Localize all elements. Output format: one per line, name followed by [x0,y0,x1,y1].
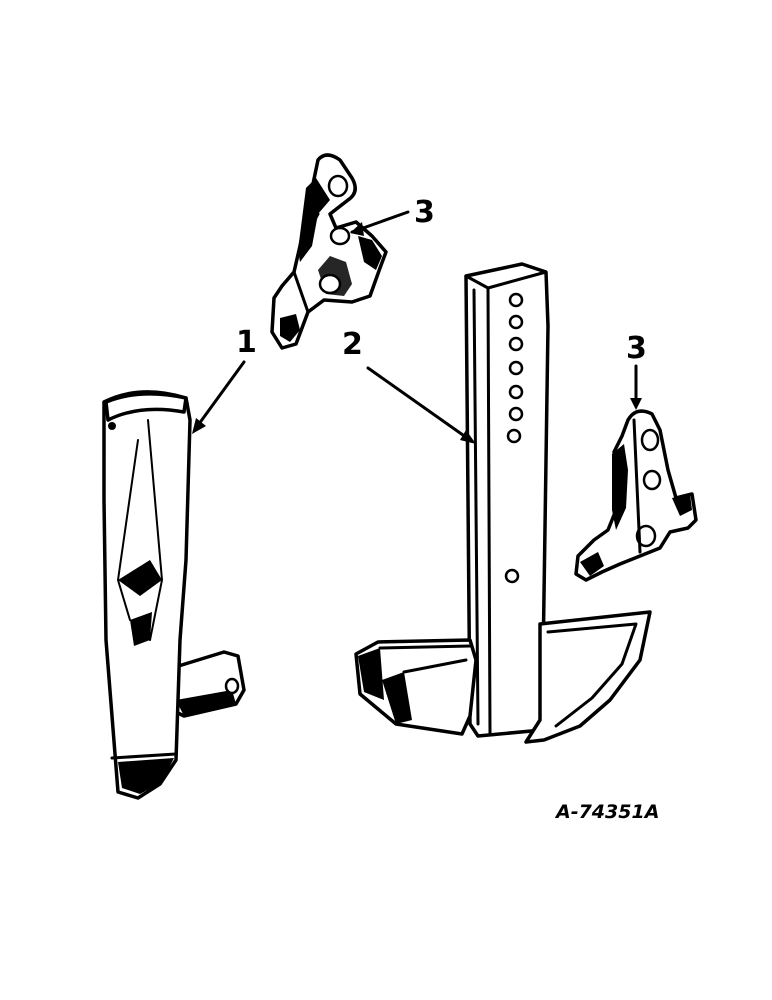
callout-3-right: 3 [626,331,647,410]
callout-label: 3 [414,195,435,230]
part-2-shank-shoe [354,262,652,744]
part-3-upper-bracket [270,153,388,350]
callout-label: 3 [626,331,647,366]
callout-label: 1 [236,325,257,360]
callout-2: 2 [342,327,476,444]
callout-3-upper: 3 [350,195,435,236]
part-1-seed-tube [102,390,246,800]
callout-1: 1 [192,325,257,434]
part-3-right-bracket [574,409,698,582]
drawing-code: A-74351A [554,801,659,823]
callout-label: 2 [342,327,363,362]
